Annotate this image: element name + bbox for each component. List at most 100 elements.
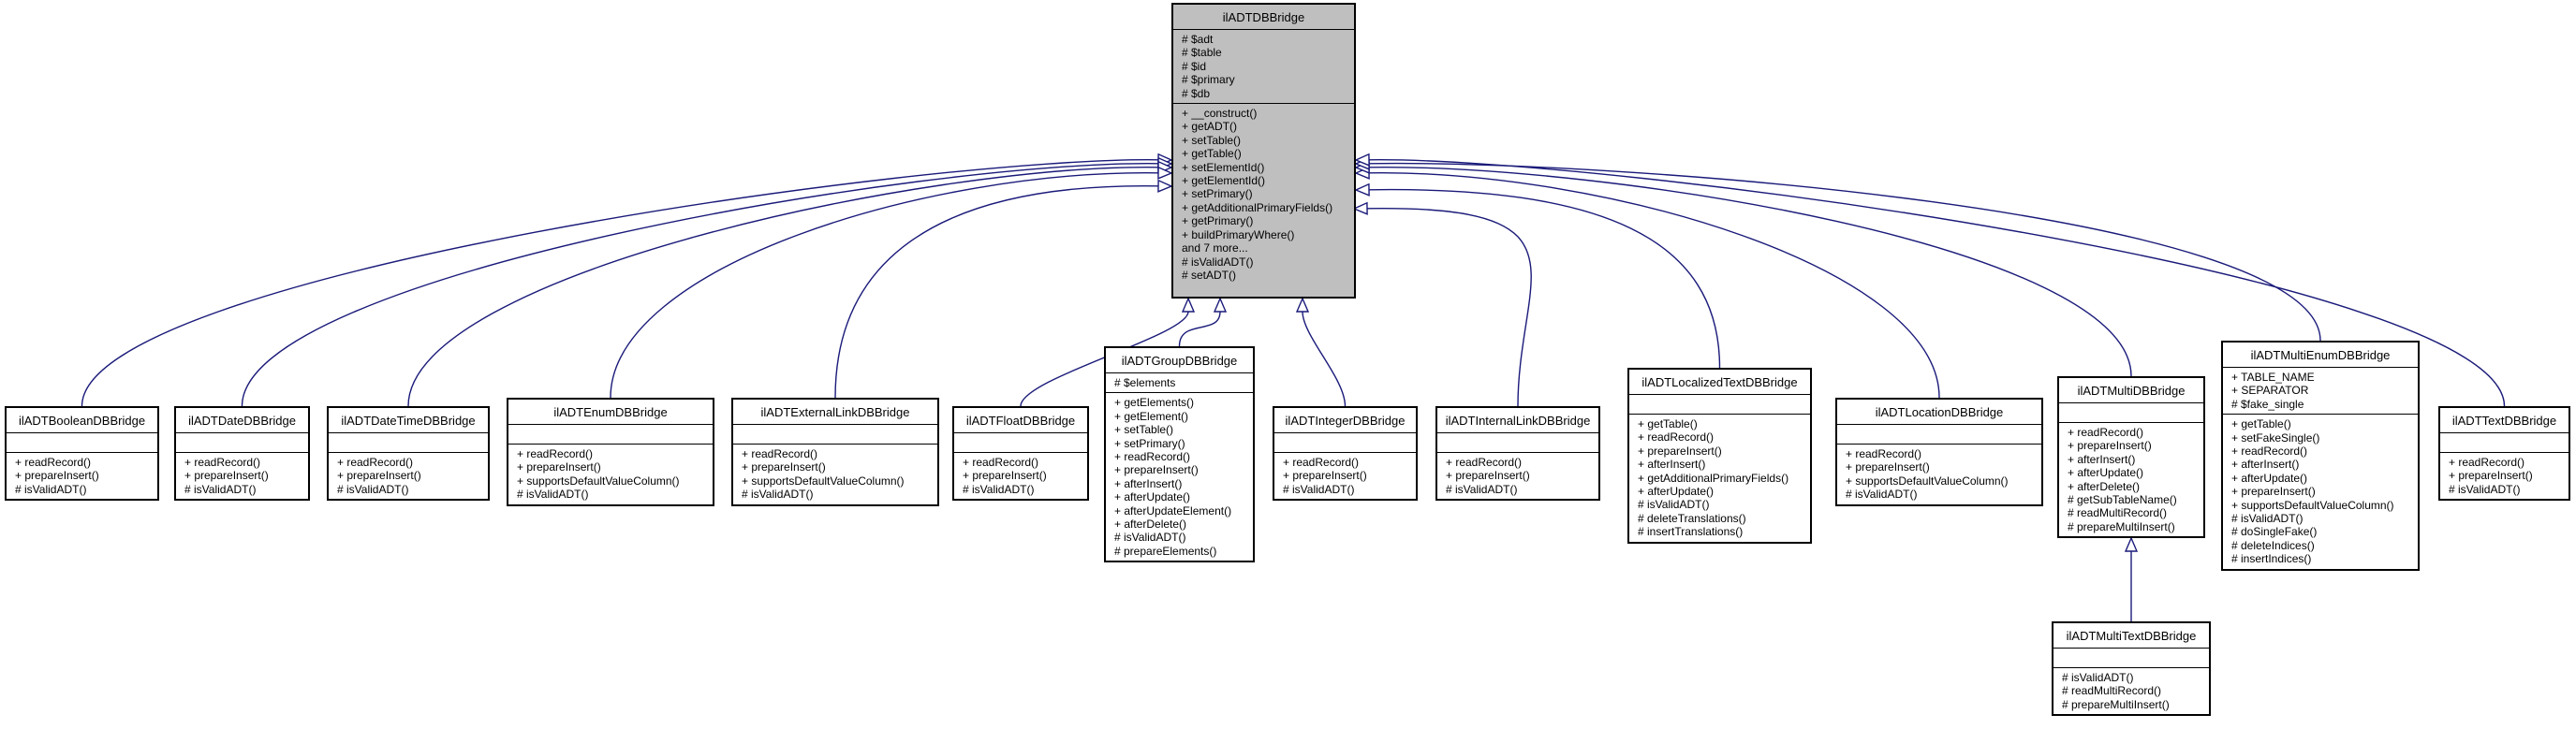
class-title: ilADTDateDBBridge: [176, 408, 308, 433]
attribute: # $id: [1182, 59, 1207, 73]
class-box-ilADTDateDBBridge[interactable]: ilADTDateDBBridge + readRecord()+ prepare…: [174, 406, 310, 502]
inheritance-edge-enum: [610, 172, 1159, 399]
operation: # setADT(): [1182, 268, 1237, 282]
operations-section: + readRecord()+ prepareInsert()# isValid…: [1437, 453, 1598, 499]
attribute: # $db: [1182, 86, 1211, 100]
operation: + prepareInsert(): [963, 469, 1047, 483]
class-box-ilADTBooleanDBBridge[interactable]: ilADTBooleanDBBridge+ readRecord()+ prep…: [5, 406, 159, 502]
operation: + getTable(): [1638, 417, 1698, 430]
edge-float-arrowhead: [1181, 297, 1196, 313]
operations-section: + __construct() + getADT() + setTable() …: [1173, 104, 1354, 284]
operation: # prepareMultiInsert(): [2062, 697, 2170, 711]
operation: + readRecord(): [1846, 447, 1922, 460]
operation: + afterDelete(): [2068, 479, 2141, 493]
operation: + getElementId(): [1182, 174, 1266, 188]
operations-section: + readRecord()+ prepareInsert()# isValid…: [176, 453, 308, 499]
attribute: # $adt: [1182, 33, 1214, 46]
operation: + getTable(): [1182, 147, 1242, 161]
operation: + getAdditionalPrimaryFields(): [1182, 200, 1333, 214]
more-link[interactable]: and 7 more...: [1182, 241, 1248, 255]
inheritance-edge-location: [1368, 172, 1940, 399]
attribute: + SEPARATOR: [2231, 384, 2309, 398]
class-box-ilADTDateTimeDBBridge[interactable]: ilADTDateTimeDBBridge+ readRecord()+ pre…: [327, 406, 490, 502]
operation: + afterUpdate(): [2231, 471, 2308, 485]
operation: # isValidADT(): [184, 482, 257, 496]
class-box-ilADTGroupDBBridge[interactable]: ilADTGroupDBBridge# $elements + getElemen…: [1104, 346, 1255, 563]
operations-section: + readRecord()+ prepareInsert()+ support…: [1837, 445, 2041, 504]
class-box-ilADTMultiEnumDBBridge[interactable]: ilADTMultiEnumDBBridge + TABLE_NAME+ SEPA…: [2221, 341, 2420, 571]
operation: + supportsDefaultValueColumn(): [1846, 474, 2009, 488]
edge-intlink-arrowhead: [1352, 201, 1368, 215]
operation: + prepareInsert(): [15, 469, 99, 483]
edge-extlink-arrowhead: [1157, 179, 1173, 193]
class-box-ilADTIntegerDBBridge[interactable]: ilADTIntegerDBBridge+ readRecord()+ prep…: [1273, 406, 1418, 502]
operation: + afterUpdate(): [1638, 485, 1715, 499]
attributes-section: [508, 425, 713, 445]
operation: + afterUpdateElement(): [1114, 503, 1232, 518]
operation: # isValidADT(): [1446, 482, 1518, 496]
operation: # isValidADT(): [1114, 531, 1186, 545]
operation: + afterUpdate(): [1114, 490, 1191, 504]
class-title: ilADTDateTimeDBBridge: [329, 408, 488, 433]
operation: + readRecord(): [1638, 430, 1715, 445]
operation: + prepareInsert(): [2449, 469, 2533, 483]
operation: + buildPrimaryWhere(): [1182, 227, 1295, 241]
class-box-ilADTTextDBBridge[interactable]: ilADTTextDBBridge + readRecord()+ prepare…: [2438, 406, 2570, 502]
operation: + supportsDefaultValueColumn(): [2231, 498, 2394, 512]
operations-section: + readRecord()+ prepareInsert()+ afterIn…: [2059, 423, 2203, 536]
class-box-ilADTMultiTextDBBridge[interactable]: ilADTMultiTextDBBridge# isValidADT()# re…: [2052, 621, 2211, 717]
attributes-section: # $elements: [1106, 373, 1253, 394]
class-box-ilADTLocationDBBridge[interactable]: ilADTLocationDBBridge+ readRecord()+ pre…: [1835, 398, 2043, 506]
operation: + prepareInsert(): [337, 469, 421, 483]
class-box-ilADTDBBridge[interactable]: ilADTDBBridge # $adt # $table # $id # $p…: [1171, 3, 1356, 299]
class-title: ilADTMultiDBBridge: [2059, 378, 2203, 403]
operation: # isValidADT(): [517, 488, 589, 502]
class-box-ilADTExternalLinkDBBridge[interactable]: ilADTExternalLinkDBBridge+ readRecord()+…: [731, 398, 939, 506]
operation: + prepareInsert(): [1114, 463, 1199, 477]
operation: + afterInsert(): [1638, 458, 1706, 472]
class-title: ilADTMultiTextDBBridge: [2053, 623, 2209, 649]
operations-section: + readRecord()+ prepareInsert()+ support…: [508, 445, 713, 504]
class-title: ilADTBooleanDBBridge: [7, 408, 157, 433]
operation: + prepareInsert(): [1638, 444, 1722, 458]
operation: # isValidADT(): [2231, 512, 2304, 526]
class-box-ilADTMultiDBBridge[interactable]: ilADTMultiDBBridge + readRecord()+ prepar…: [2057, 376, 2205, 539]
attributes-section: [954, 433, 1087, 453]
class-title: ilADTMultiEnumDBBridge: [2223, 343, 2418, 368]
operation: + readRecord(): [184, 456, 261, 469]
operations-section: + readRecord()+ prepareInsert()# isValid…: [2440, 453, 2569, 499]
class-box-ilADTLocalizedTextDBBridge[interactable]: ilADTLocalizedTextDBBridge+ getTable()+ …: [1627, 368, 1812, 544]
class-title: ilADTGroupDBBridge: [1106, 348, 1253, 373]
class-box-ilADTEnumDBBridge[interactable]: ilADTEnumDBBridge+ readRecord()+ prepare…: [507, 398, 714, 506]
operation: + setPrimary(): [1182, 187, 1253, 201]
operation: + readRecord(): [1446, 456, 1523, 469]
class-box-ilADTFloatDBBridge[interactable]: ilADTFloatDBBridge+ readRecord()+ prepar…: [952, 406, 1089, 502]
inheritance-edge-multi: [1368, 167, 2132, 377]
operation: + getElements(): [1114, 396, 1195, 410]
edge-integer-arrowhead: [1295, 297, 1310, 313]
edge-text-arrowhead: [1354, 153, 1370, 167]
operation: + prepareInsert(): [184, 469, 269, 483]
operations-section: + readRecord()+ prepareInsert()+ support…: [733, 445, 937, 504]
operation: + readRecord(): [2231, 445, 2308, 459]
attributes-section: [2053, 649, 2209, 668]
operation: # isValidADT(): [742, 488, 814, 502]
operation: + afterUpdate(): [2068, 466, 2144, 480]
operation: + supportsDefaultValueColumn(): [517, 474, 680, 488]
operation: + setPrimary(): [1114, 436, 1185, 450]
class-title: ilADTTextDBBridge: [2440, 408, 2569, 433]
class-title: ilADTIntegerDBBridge: [1274, 408, 1416, 433]
operation: + setTable(): [1182, 133, 1242, 147]
attributes-section: [7, 433, 157, 453]
operation: # isValidADT(): [2062, 671, 2134, 684]
class-box-ilADTInternalLinkDBBridge[interactable]: ilADTInternalLinkDBBridge+ readRecord()+…: [1435, 406, 1600, 502]
edge-group-arrowhead: [1213, 297, 1228, 313]
operation: + readRecord(): [2068, 426, 2144, 439]
inheritance-edge-text: [1368, 159, 2506, 407]
operation: # isValidADT(): [15, 482, 87, 496]
operation: + afterInsert(): [1114, 476, 1183, 490]
attribute: + TABLE_NAME: [2231, 371, 2315, 384]
inheritance-edge-multienum: [1368, 162, 2321, 342]
operation: + prepareInsert(): [2231, 485, 2316, 499]
